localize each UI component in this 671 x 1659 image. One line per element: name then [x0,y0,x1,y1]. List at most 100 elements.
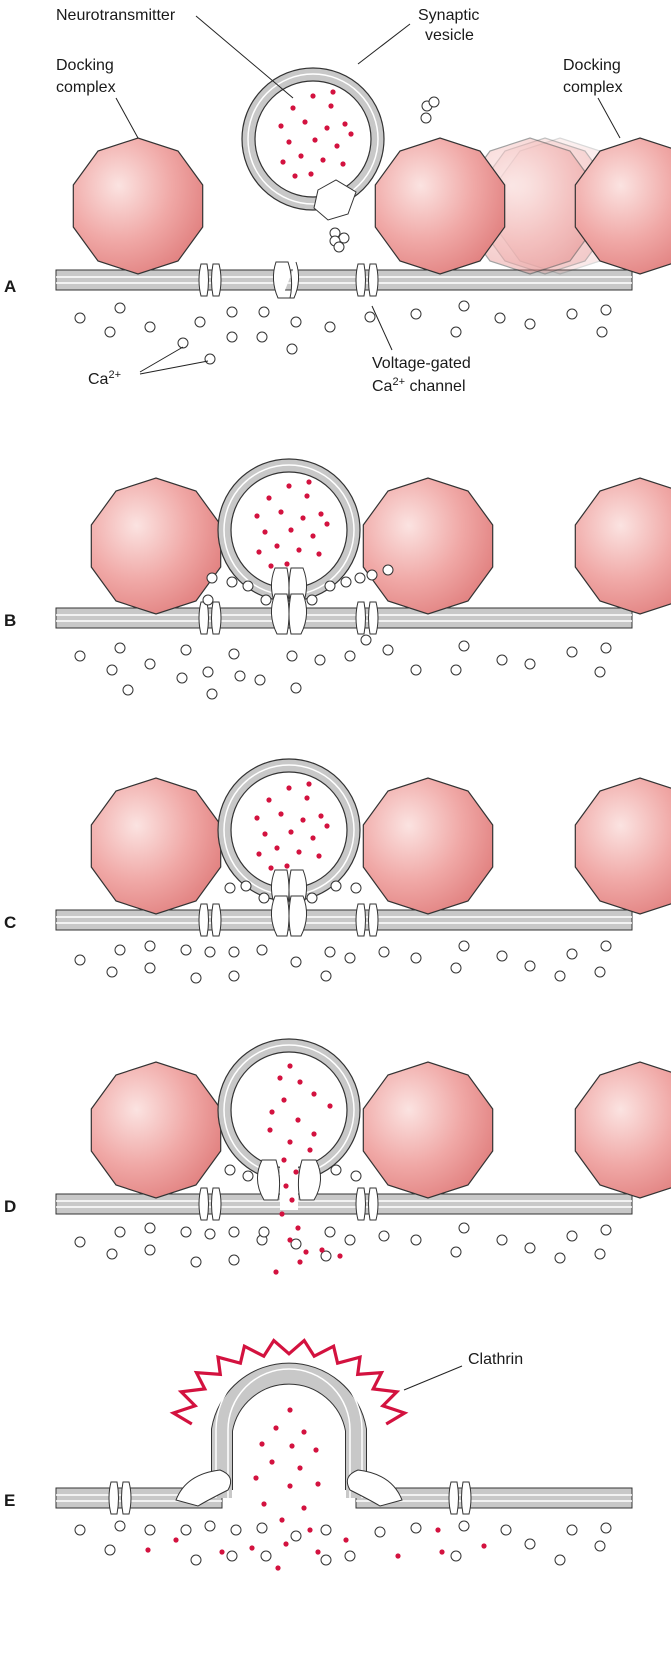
calcium-ion [566,646,578,658]
calcium-ion [410,308,422,320]
calcium-ion [600,940,612,952]
calcium-ion [420,112,432,124]
neurotransmitter-molecule [279,1517,285,1523]
neurotransmitter-molecule [287,1237,293,1243]
docking-complex [574,137,671,275]
neurotransmitter-molecule [254,815,260,821]
neurotransmitter-molecule [288,829,294,835]
neurotransmitter-molecule [268,865,274,871]
neurotransmitter-molecule [296,547,302,553]
leader-ca-2 [139,360,209,375]
docking-complex [90,477,222,615]
calcium-ion [566,1230,578,1242]
calcium-ion [458,1222,470,1234]
neurotransmitter-molecule [315,1481,321,1487]
neurotransmitter-molecule [266,495,272,501]
fusion-pore-right [297,1159,321,1201]
calcium-ion [190,1554,202,1566]
docking-complex [574,777,671,915]
calcium-ion [242,1170,254,1182]
neurotransmitter-molecule [278,123,284,129]
calcium-ion [524,318,536,330]
neurotransmitter-molecule [278,509,284,515]
calcium-ion [458,1520,470,1532]
neurotransmitter-molecule [324,125,330,131]
neurotransmitter-molecule [300,817,306,823]
neurotransmitter-molecule [293,1169,299,1175]
labels-panel-a: Neurotransmitter Synaptic vesicle Dockin… [56,7,623,395]
clathrin-coat [169,1338,409,1426]
calcium-ion [566,948,578,960]
calcium-ion [524,960,536,972]
neurotransmitter-molecule [290,105,296,111]
neurotransmitter-molecule [315,1549,321,1555]
neurotransmitter-molecule [295,1225,301,1231]
calcium-ion [144,321,156,333]
voltage-gated-ca-channel [355,1187,379,1221]
calcium-ion [228,946,240,958]
calcium-ion [320,1524,332,1536]
calcium-ion [190,972,202,984]
neurotransmitter-molecule [319,1247,325,1253]
calcium-ion [226,576,238,588]
calcium-ion [204,946,216,958]
label-docking-left-2: complex [56,79,116,96]
neurotransmitter-molecule [340,161,346,167]
neurotransmitter-molecule [284,561,290,567]
calcium-ion [194,316,206,328]
neurotransmitter-molecule [306,781,312,787]
calcium-ion [144,658,156,670]
voltage-gated-ca-channel [198,601,222,635]
label-docking-left-1: Docking [56,57,114,74]
neurotransmitter-molecule [348,131,354,137]
calcium-ion [290,316,302,328]
neurotransmitter-molecule [253,1475,259,1481]
calcium-ion [254,674,266,686]
neurotransmitter-molecule [304,493,310,499]
calcium-ion [450,326,462,338]
calcium-ion [228,1254,240,1266]
calcium-ion [596,326,608,338]
label-neurotransmitter: Neurotransmitter [56,7,176,24]
calcium-ion [410,1234,422,1246]
calcium-ion [74,312,86,324]
panel-label-b: B [4,611,16,630]
docking-complex [362,1061,494,1199]
neurotransmitter-molecule [310,835,316,841]
calcium-ion [600,304,612,316]
neurotransmitter-molecule [281,1097,287,1103]
neurotransmitter-molecule [308,171,314,177]
panel-label-a: A [4,277,16,296]
calcium-ion [290,682,302,694]
fusion-pore [280,1160,298,1210]
neurotransmitter-molecule [249,1545,255,1551]
neurotransmitter-molecule [301,1505,307,1511]
label-ca: Ca2+ [88,369,121,388]
calcium-ion [74,650,86,662]
voltage-gated-ca-channel [198,903,222,937]
neurotransmitter-molecule [318,511,324,517]
neurotransmitter-molecule [435,1527,441,1533]
calcium-ion [314,654,326,666]
voltage-gated-ca-channel [355,601,379,635]
neurotransmitter-molecule [328,103,334,109]
presynaptic-membrane [55,607,633,629]
calcium-ion [340,576,352,588]
presynaptic-membrane [55,1193,633,1215]
calcium-ion [594,966,606,978]
neurotransmitter-molecule [311,1091,317,1097]
voltage-gated-ca-channel [108,1481,132,1515]
calcium-ion [450,1550,462,1562]
calcium-ion [74,1236,86,1248]
neurotransmitter-molecule [145,1547,151,1553]
neurotransmitter-molecule [324,521,330,527]
neurotransmitter-molecule [343,1537,349,1543]
neurotransmitter-molecule [300,515,306,521]
calcium-ion [74,954,86,966]
calcium-ion [554,1252,566,1264]
neurotransmitter-molecule [316,551,322,557]
neurotransmitter-molecule [281,1157,287,1163]
calcium-ion [600,1224,612,1236]
neurotransmitter-molecule [256,851,262,857]
